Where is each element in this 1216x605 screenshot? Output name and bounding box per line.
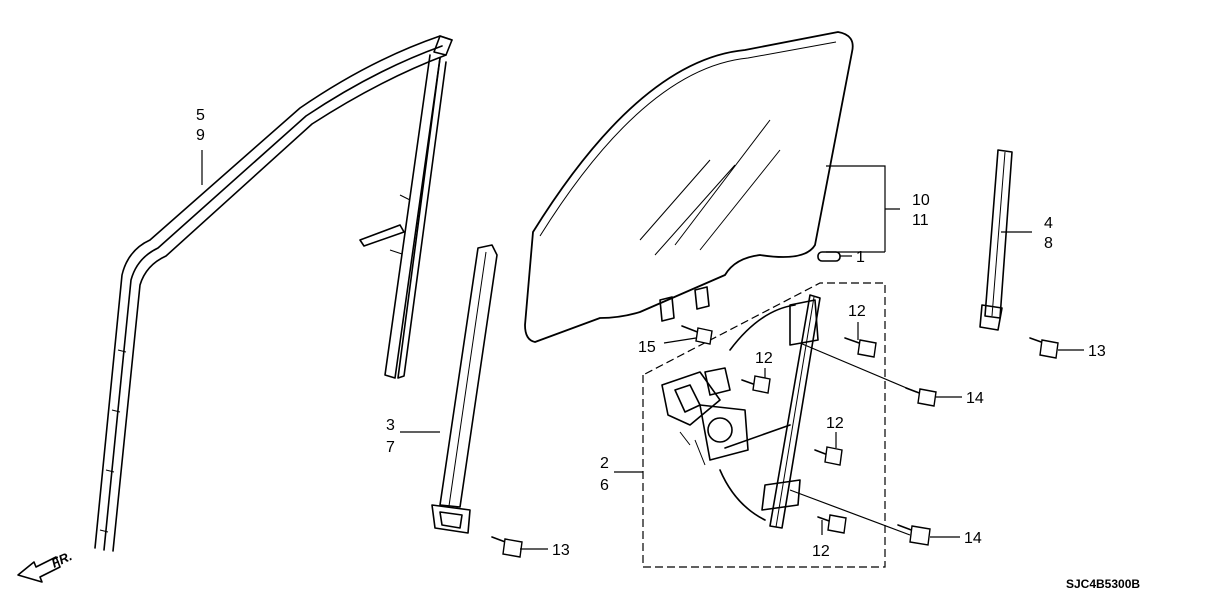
bolt-13-rear: [1029, 337, 1059, 359]
label-6: 6: [600, 477, 609, 494]
bolt-15: [681, 325, 713, 345]
label-14-upper: 14: [966, 390, 984, 407]
callout-regulator: 2 6: [600, 455, 609, 494]
label-13-rear: 13: [1088, 343, 1106, 360]
label-3: 3: [386, 417, 395, 434]
label-15: 15: [638, 339, 656, 356]
window-regulator: [661, 294, 821, 529]
leader-lines: [201, 150, 1084, 550]
front-lower-sash: [431, 244, 498, 534]
label-12-lower-right: 12: [826, 415, 844, 432]
label-13-front: 13: [552, 542, 570, 559]
label-10: 10: [912, 192, 930, 209]
front-direction-arrow: FR.: [17, 548, 74, 583]
bolt-14-lower: [897, 524, 931, 546]
callout-glass: 10 11: [912, 192, 930, 229]
glass-clip: [817, 251, 841, 262]
bolt-12-bottom: [817, 514, 847, 534]
callout-run-channel: 5 9: [196, 107, 205, 144]
bolt-12-lower-right: [814, 446, 843, 466]
label-9: 9: [196, 127, 205, 144]
label-1: 1: [856, 249, 865, 266]
door-glass: [524, 31, 854, 343]
bolt-14-upper: [905, 387, 937, 407]
door-run-channel: [94, 35, 453, 552]
label-7: 7: [386, 439, 395, 456]
label-12-mid: 12: [755, 350, 773, 367]
bolt-12-upper: [844, 337, 877, 358]
label-4: 4: [1044, 215, 1053, 232]
front-label: FR.: [49, 548, 74, 570]
label-8: 8: [1044, 235, 1053, 252]
drawing-code: SJC4B5300B: [1066, 577, 1140, 591]
label-2: 2: [600, 455, 609, 472]
callout-front-sash: 3 7: [386, 417, 395, 456]
label-12-upper: 12: [848, 303, 866, 320]
callout-rear-sash: 4 8: [1044, 215, 1053, 252]
regulator-box: [642, 282, 886, 568]
label-14-lower: 14: [964, 530, 982, 547]
label-11: 11: [912, 212, 929, 229]
bolt-12-mid: [741, 375, 771, 394]
label-5: 5: [196, 107, 205, 124]
label-12-bottom: 12: [812, 543, 830, 560]
bolt-13-front: [491, 536, 523, 558]
rear-lower-sash: [979, 149, 1013, 331]
